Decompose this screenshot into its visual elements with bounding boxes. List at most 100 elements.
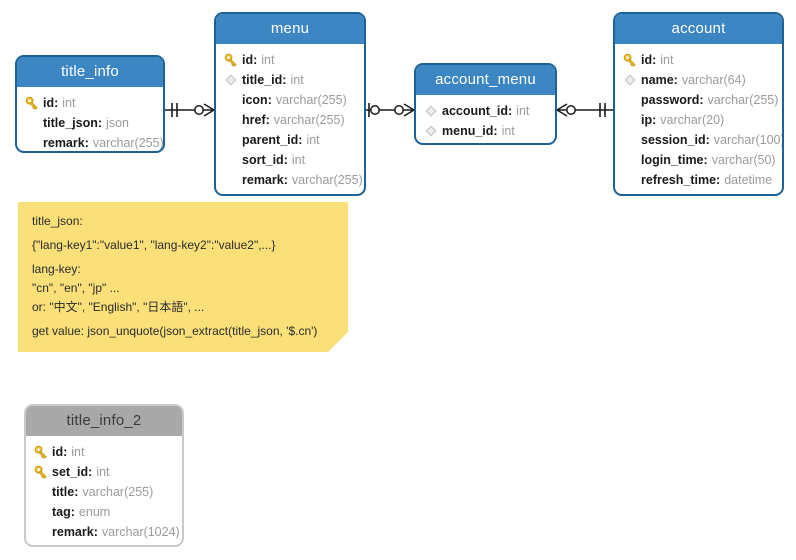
field-type: varchar(50) [711,153,776,167]
field-icon-none [24,115,40,131]
field-row[interactable]: account_id:int [416,101,555,121]
field-row[interactable]: tag:enum [26,502,182,522]
field-name: id [641,53,653,67]
field-colon: : [70,505,75,519]
field-colon: : [716,173,721,187]
field-icon-none [622,112,638,128]
field-name: id [43,96,55,110]
field-row[interactable]: id:int [216,50,364,70]
field-type: int [501,124,515,138]
field-colon: : [97,116,103,130]
field-row[interactable]: password:varchar(255) [615,90,782,110]
field-colon: : [283,173,288,187]
field-row[interactable]: remark:varchar(1024) [26,522,182,542]
field-icon-none [223,92,239,108]
field-name: parent_id [242,133,299,147]
field-name: remark [52,525,94,539]
field-colon: : [84,136,89,150]
field-row[interactable]: remark:varchar(255) [216,170,364,190]
field-name: password [641,93,700,107]
field-row[interactable]: sort_id:int [216,150,364,170]
field-colon: : [705,133,710,147]
field-type: int [261,53,275,67]
field-type: varchar(255) [707,93,779,107]
field-icon-none [223,112,239,128]
field-type: varchar(64) [681,73,746,87]
entity-title-title_info_2: title_info_2 [26,406,182,436]
note-line: "cn", "en", "jp" ... [32,281,120,295]
field-row[interactable]: set_id:int [26,462,182,482]
field-type: int [291,153,306,167]
note-line: get value: json_unquote(json_extract(tit… [32,324,318,338]
field-type: varchar(255) [82,485,154,499]
field-type: enum [78,505,111,519]
field-type: datetime [724,173,773,187]
field-row[interactable]: ip:varchar(20) [615,110,782,130]
field-row[interactable]: icon:varchar(255) [216,90,364,110]
field-type: varchar(255) [275,93,347,107]
key-icon [622,52,638,68]
field-name: icon [242,93,268,107]
field-type: int [96,465,110,479]
field-icon-none [622,152,638,168]
note-line: {"lang-key1":"value1", "lang-key2":"valu… [32,238,276,252]
field-colon: : [54,96,59,110]
title_json-note[interactable]: title_json:{"lang-key1":"value1", "lang-… [18,202,348,352]
field-name: ip [641,113,653,127]
note-line: lang-key: [32,262,81,276]
field-type: varchar(1024) [101,525,180,539]
key-icon [223,52,239,68]
field-row[interactable]: login_time:varchar(50) [615,150,782,170]
key-icon [24,95,40,111]
field-colon: : [508,104,513,118]
field-row[interactable]: remark:varchar(255) [17,133,164,151]
field-row[interactable]: parent_id:int [216,130,364,150]
field-name: account_id [442,104,508,118]
relationship-account_menu-account[interactable] [556,103,613,117]
field-row[interactable]: refresh_time:datetime [615,170,782,190]
field-type: varchar(255) [92,136,164,150]
field-row[interactable]: session_id:varchar(100) [615,130,782,150]
field-row[interactable]: title:varchar(255) [26,482,182,502]
relationship-title_info-menu[interactable] [165,103,215,117]
field-row[interactable]: id:int [615,50,782,70]
field-icon-none [33,524,49,540]
field-row[interactable]: menu_id:int [416,121,555,141]
field-row[interactable]: name:varchar(64) [615,70,782,90]
field-colon: : [265,113,270,127]
relationship-menu-account_menu[interactable] [366,103,415,117]
field-name: remark [242,173,284,187]
field-colon: : [652,53,657,67]
field-colon: : [267,93,272,107]
field-type: varchar(20) [660,113,725,127]
field-name: href [242,113,266,127]
field-type: varchar(255) [291,173,363,187]
field-row[interactable]: title_id:int [216,70,364,90]
field-row[interactable]: id:int [26,442,182,462]
field-colon: : [283,153,288,167]
field-icon-none [24,135,40,151]
field-colon: : [673,73,678,87]
field-name: tag [52,505,71,519]
field-icon-none [33,484,49,500]
field-icon-none [622,172,638,188]
field-type: int [660,53,674,67]
field-name: id [242,53,254,67]
field-row[interactable]: href:varchar(255) [216,110,364,130]
field-name: title [52,485,75,499]
field-icon-none [33,504,49,520]
field-colon: : [63,445,68,459]
field-type: int [306,133,320,147]
field-icon-none [223,172,239,188]
field-row[interactable]: title_json:json [17,113,163,133]
field-row[interactable]: id:int [17,93,163,113]
field-name: session_id [641,133,706,147]
